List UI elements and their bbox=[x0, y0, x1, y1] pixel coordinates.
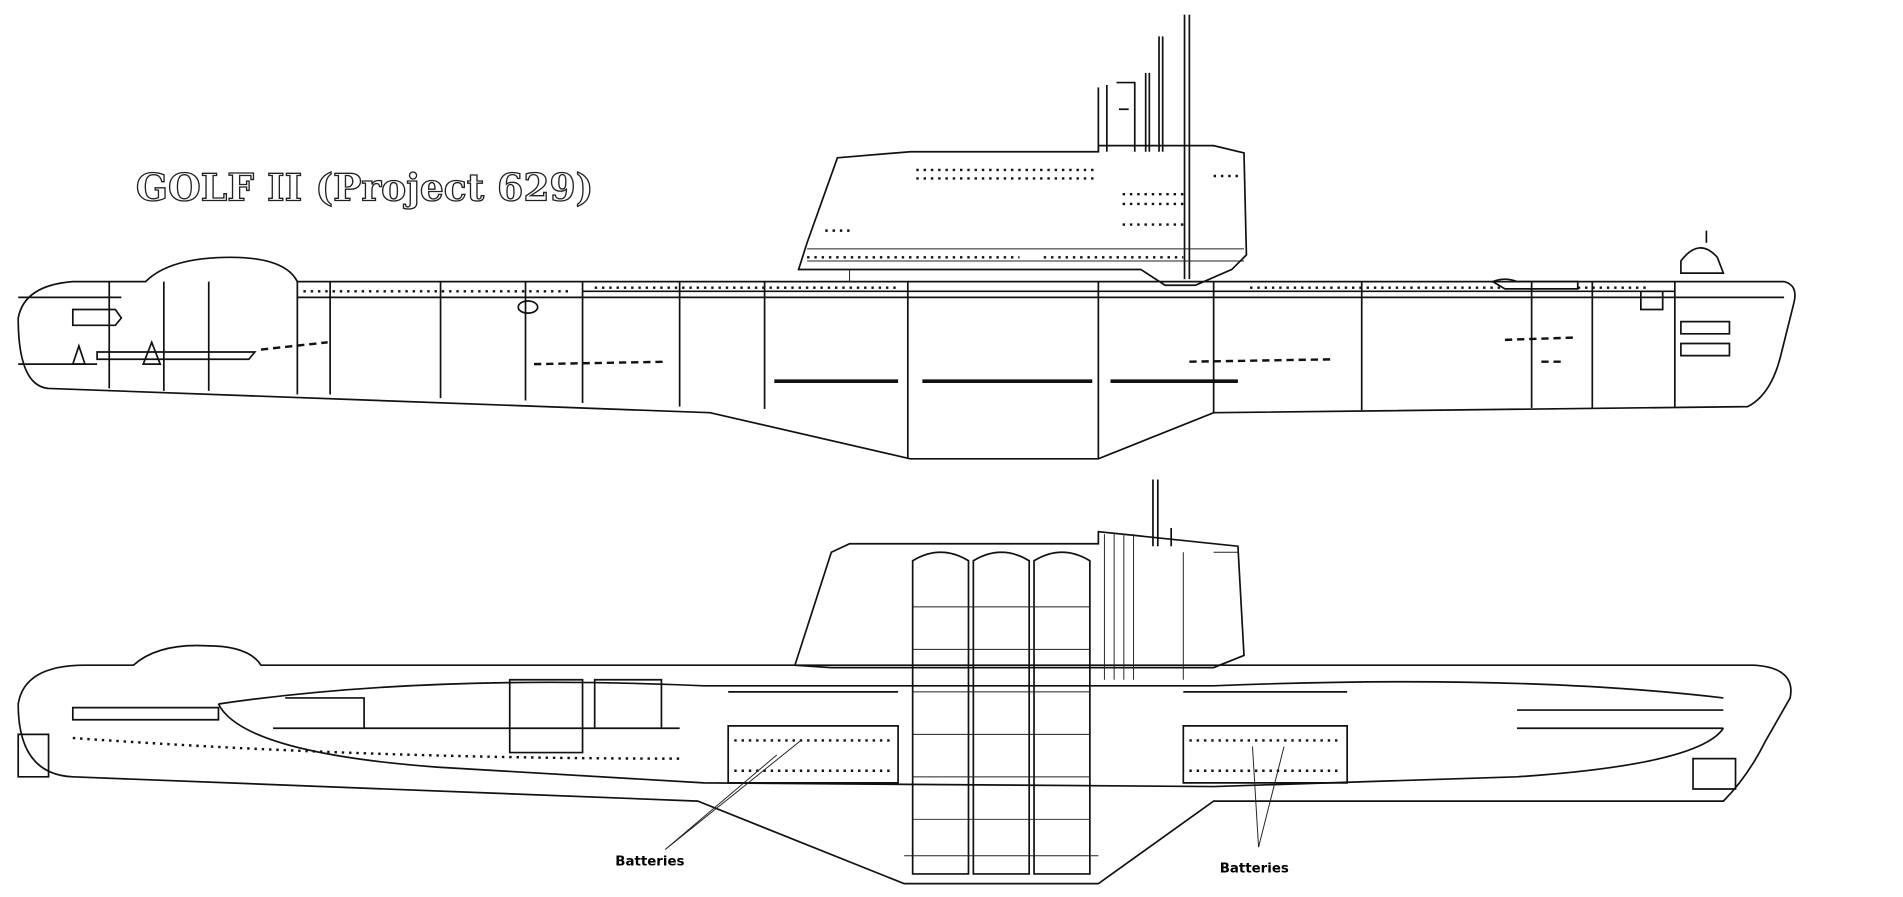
submarine-profile-view bbox=[17, 14, 1796, 460]
submarine-cutaway-view bbox=[17, 479, 1792, 885]
diagram-title: GOLF II (Project 629) bbox=[136, 165, 594, 209]
batteries-label-right: Batteries bbox=[1220, 862, 1289, 877]
missile-tubes bbox=[904, 551, 1099, 875]
batteries-label-left: Batteries bbox=[615, 854, 684, 869]
